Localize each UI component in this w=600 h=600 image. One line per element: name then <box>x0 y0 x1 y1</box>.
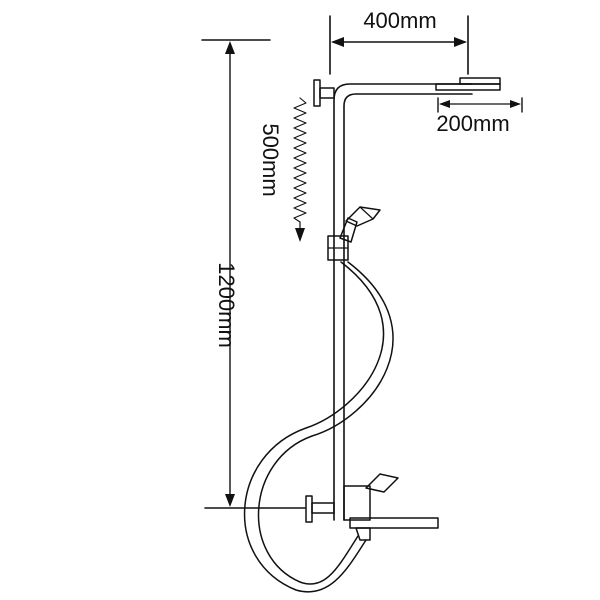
spring-travel-line <box>293 97 307 223</box>
arrowhead-right-icon <box>454 37 467 47</box>
mixer-valve <box>305 473 439 541</box>
flexible-hose <box>243 261 394 593</box>
overall-height-label: 1200mm <box>214 262 239 348</box>
dimension-500mm: 500mm <box>258 97 307 242</box>
dimension-1200mm: 1200mm <box>201 39 306 509</box>
dimension-200mm: 200mm <box>436 97 523 136</box>
arrowhead-down-icon <box>225 494 235 507</box>
slide-travel-label: 500mm <box>258 123 283 196</box>
hand-shower <box>339 206 381 243</box>
arrowhead-down-icon <box>295 228 305 242</box>
arrowhead-right-icon <box>510 100 521 108</box>
top-wall-bracket <box>313 79 335 107</box>
rain-head-size-label: 200mm <box>436 111 509 136</box>
arrowhead-left-icon <box>439 100 450 108</box>
slider-holder <box>327 235 349 261</box>
arrowhead-left-icon <box>331 37 344 47</box>
dimension-400mm: 400mm <box>329 8 469 75</box>
rain-arm-width-label: 400mm <box>363 8 436 33</box>
riser-pipe <box>333 83 473 521</box>
rain-shower-head <box>435 77 501 91</box>
arrowhead-up-icon <box>225 41 235 54</box>
